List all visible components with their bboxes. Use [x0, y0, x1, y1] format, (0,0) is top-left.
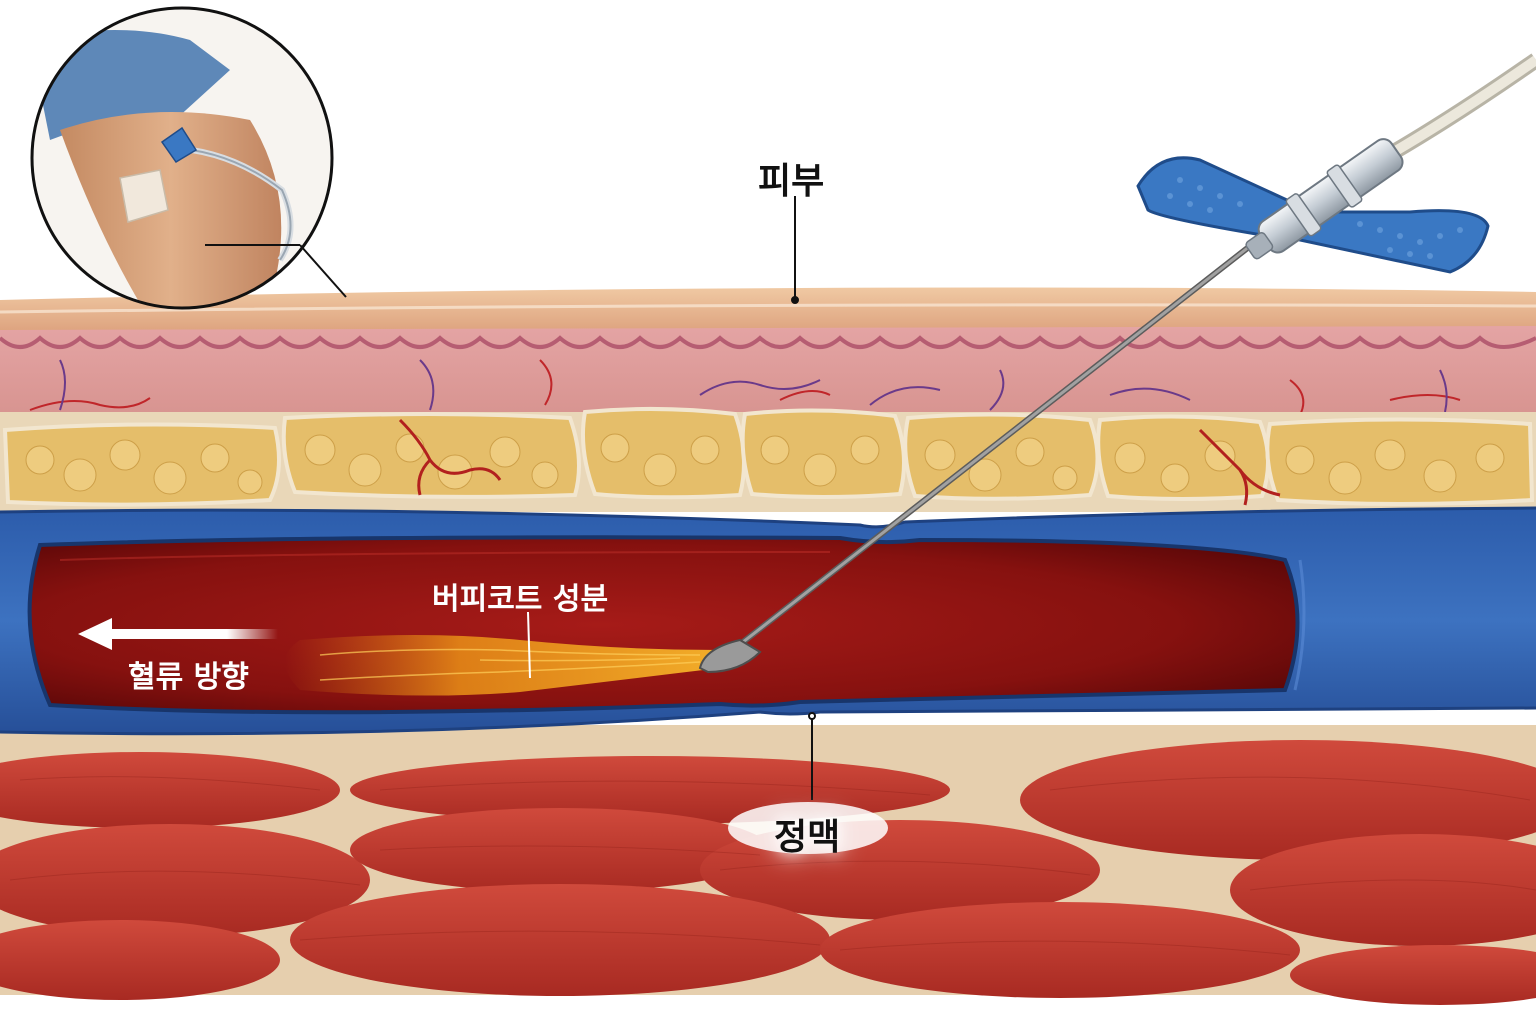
flow-direction-label: 혈류 방향: [128, 660, 249, 695]
vein-label-halo: [728, 802, 888, 854]
muscle-layer: [0, 725, 1536, 1005]
vein-label: 정맥: [774, 817, 841, 858]
buffy-coat-label: 버피코트 성분: [432, 582, 609, 617]
fat-layer: [0, 406, 1536, 512]
leader-lines: [299, 196, 816, 800]
skin-label: 피부: [758, 161, 825, 202]
buffy-coat-plume: [285, 635, 720, 696]
flow-arrow-icon: [78, 618, 278, 650]
skin-layers: [0, 287, 1536, 420]
arm-iv-inset-icon: [30, 6, 334, 310]
butterfly-needle-icon: [698, 53, 1536, 674]
